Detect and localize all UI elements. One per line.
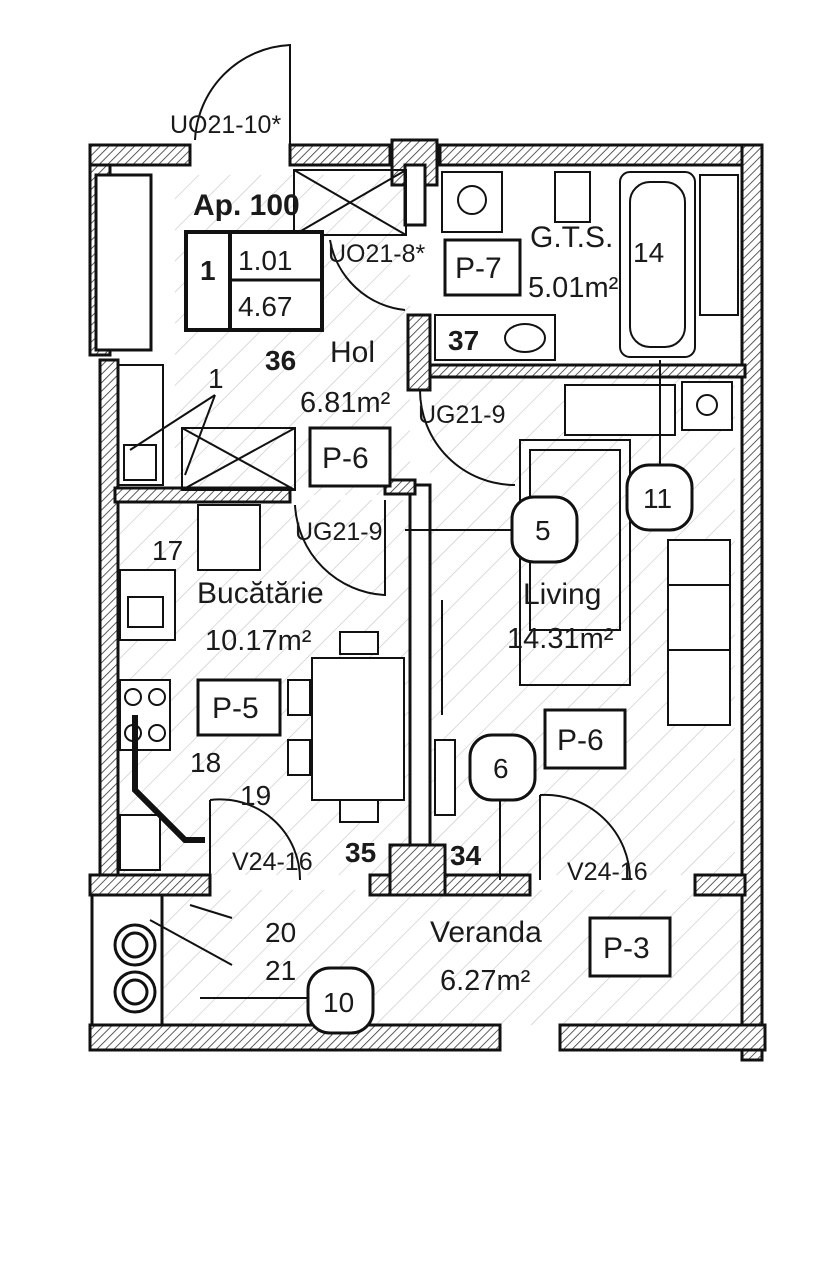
door-swings <box>194 43 632 881</box>
apartment-useful-area: 1.01 <box>238 245 293 276</box>
room-area-veranda: 6.27m² <box>440 965 531 997</box>
marker-37: 37 <box>448 325 479 356</box>
finish-code-labels: P-7 P-6 P-5 P-6 P-3 <box>212 252 650 965</box>
circle-marker-10: 10 <box>323 987 354 1018</box>
circle-marker-5: 5 <box>535 515 551 546</box>
apartment-title: Ap. 100 <box>193 189 300 222</box>
boiler-closet <box>90 893 164 1027</box>
door-code-veranda-kitchen: V24-16 <box>232 848 313 876</box>
marker-35: 35 <box>345 837 376 868</box>
marker-19: 19 <box>240 780 271 811</box>
marker-20: 20 <box>265 917 296 948</box>
kitchen-furniture <box>119 504 405 871</box>
circle-marker-11: 11 <box>643 483 672 514</box>
door-code-living: UG21-9 <box>418 401 506 429</box>
door-code-kitchen: UG21-9 <box>295 518 383 546</box>
room-name-living: Living <box>523 578 601 611</box>
room-name-veranda: Veranda <box>430 916 542 949</box>
room-name-bucatarie: Bucătărie <box>197 577 324 610</box>
leader-lines <box>129 360 661 999</box>
room-area-gts: 5.01m² <box>528 272 619 304</box>
walls <box>88 138 767 1062</box>
room-name-hol: Hol <box>330 336 375 369</box>
apartment-built-area: 4.67 <box>238 291 293 322</box>
bathroom-fixtures <box>434 171 739 361</box>
marker-18: 18 <box>190 747 221 778</box>
circle-markers <box>306 463 694 1035</box>
room-number-hol: 36 <box>265 345 296 376</box>
room-area-bucatarie: 10.17m² <box>205 625 312 657</box>
room-number-gts: 14 <box>633 237 664 268</box>
finish-code-living: P-6 <box>557 724 604 757</box>
marker-1: 1 <box>208 363 224 394</box>
door-codes: UO21-10* UO21-8* UG21-9 UG21-9 V24-16 V2… <box>170 111 648 886</box>
room-name-gts: G.T.S. <box>530 221 613 254</box>
circle-marker-labels: 5 6 11 10 <box>323 483 672 1018</box>
door-code-entrance: UO21-10* <box>170 111 281 139</box>
finish-code-gts: P-7 <box>455 252 502 285</box>
marker-17: 17 <box>152 535 183 566</box>
markers: 1 17 18 19 20 21 35 34 37 <box>152 325 482 986</box>
circle-marker-6: 6 <box>493 753 509 784</box>
apartment-title-block: Ap. 100 1 1.01 4.67 <box>184 189 324 332</box>
hall-fixtures <box>117 169 407 491</box>
apartment-index: 1 <box>200 255 216 286</box>
door-code-bathroom: UO21-8* <box>328 240 426 268</box>
room-area-living: 14.31m² <box>507 623 614 655</box>
finish-codes <box>196 238 672 978</box>
finish-code-veranda: P-3 <box>603 932 650 965</box>
finish-code-bucatarie: P-5 <box>212 692 259 725</box>
room-area-hol: 6.81m² <box>300 387 391 419</box>
door-code-veranda-living: V24-16 <box>567 858 648 886</box>
finish-code-hol: P-6 <box>322 442 369 475</box>
room-labels: Hol 6.81m² 36 G.T.S. 5.01m² 14 Bucătărie… <box>197 221 664 997</box>
marker-34: 34 <box>450 840 482 871</box>
marker-21: 21 <box>265 955 296 986</box>
living-furniture <box>434 381 733 816</box>
